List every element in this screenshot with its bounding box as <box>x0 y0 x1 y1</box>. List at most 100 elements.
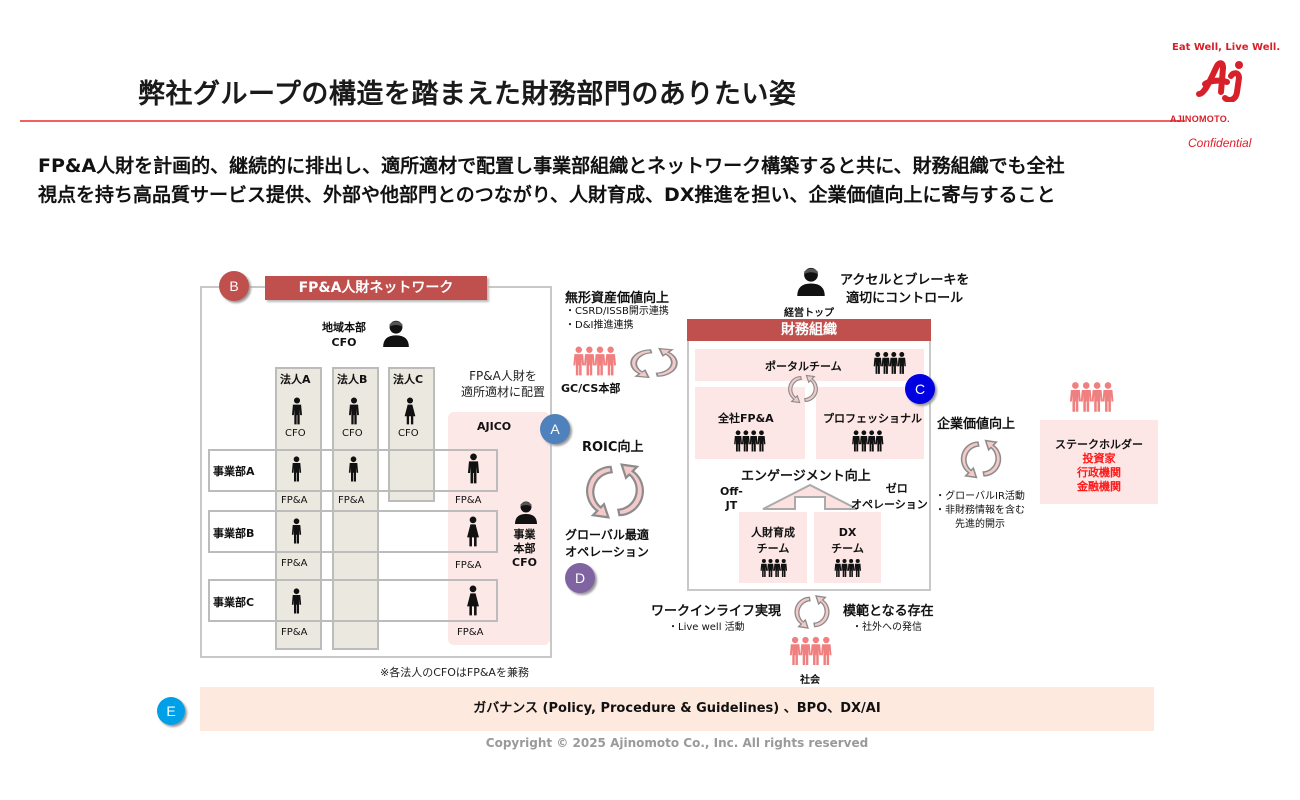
entity-a-cfo-person-icon <box>291 397 303 425</box>
division-hq-line-3: CFO <box>512 556 537 569</box>
corporate-fpa-people-icon <box>733 430 767 452</box>
entity-c-cfo-label: CFO <box>398 428 419 439</box>
global-ops-line-1: グローバル最適 <box>565 528 649 542</box>
stakeholder-label: ステークホルダー 投資家 行政機関 金融機関 <box>1040 438 1158 494</box>
dx-team-line-2: チーム <box>831 542 864 555</box>
hr-development-team-box <box>739 512 807 583</box>
zero-ops-line-1: ゼロ <box>885 482 908 495</box>
society-label: 社会 <box>800 675 820 686</box>
copyright: Copyright © 2025 Ajinomoto Co., Inc. All… <box>485 736 869 750</box>
fpa-person-icon <box>467 585 479 616</box>
engagement-label: エンゲージメント向上 <box>741 469 871 484</box>
hr-team-label: 人財育成 チーム <box>739 525 807 557</box>
finance-org-title: 財務組織 <box>687 319 931 341</box>
roic-label: ROIC向上 <box>582 440 644 455</box>
division-row-b <box>208 510 498 553</box>
stakeholder-item: 投資家 <box>1082 452 1116 465</box>
marker-e: E <box>157 697 185 725</box>
roic-cycle-icon <box>585 463 645 519</box>
intangible-item: ・D&I推進連携 <box>565 320 634 331</box>
confidential-label: Confidential <box>1188 136 1252 150</box>
corp-value-label: 企業価値向上 <box>937 417 1016 432</box>
fpa-person-icon <box>291 588 302 614</box>
intangible-title: 無形資産価値向上 <box>565 291 670 306</box>
top-management-label: 経営トップ <box>784 308 834 319</box>
cfo-note: ※各法人のCFOはFP&Aを兼務 <box>380 666 529 679</box>
up-arrow-icon <box>762 483 858 510</box>
division-row-a <box>208 449 498 492</box>
fpa-person-icon <box>348 456 359 482</box>
stakeholder-box <box>1040 420 1158 504</box>
marker-a: A <box>540 414 570 444</box>
division-b-label: 事業部B <box>213 527 255 540</box>
corp-value-cycle-icon <box>960 439 1002 479</box>
ajico-label: AJICO <box>477 420 512 433</box>
off-jt-label: Off- JT <box>720 485 743 513</box>
division-hq-line-1: 事業 <box>513 528 536 541</box>
portal-team-people-icon <box>873 351 907 375</box>
mission-line-2: 視点を持ち高品質サービス提供、外部や他部門とのつながり、人財育成、DX推進を担い… <box>38 184 1056 206</box>
dx-team-people-icon <box>834 558 862 578</box>
corporate-fpa-label: 全社FP&A <box>718 412 774 425</box>
fpa-network-title: FP&A人財ネットワーク <box>265 276 487 300</box>
role-model-label: 模範となる存在 <box>843 604 934 619</box>
division-row-c <box>208 579 498 622</box>
marker-c: C <box>905 374 935 404</box>
stakeholder-item: 金融機関 <box>1077 480 1121 493</box>
marker-b: B <box>219 271 249 301</box>
fpa-label: FP&A <box>455 495 482 506</box>
dx-team-box <box>814 512 881 583</box>
dx-team-line-1: DX <box>838 526 857 539</box>
gc-cs-people-icon <box>572 346 618 376</box>
cycle-arrows-icon <box>630 347 678 379</box>
stakeholder-people-icon <box>1069 381 1115 413</box>
division-a-label: 事業部A <box>213 465 255 478</box>
off-jt-line-1: Off- <box>720 485 743 498</box>
ir-item: ・グローバルIR活動 <box>935 491 1025 502</box>
work-in-life-label: ワークインライフ実現 <box>651 604 782 619</box>
regional-hq-cfo-label: 地域本部 CFO <box>322 320 366 350</box>
hr-team-line-1: 人財育成 <box>751 526 795 539</box>
brand-tagline: Eat Well, Live Well. <box>1172 42 1281 53</box>
governance-bar <box>200 687 1154 731</box>
regional-hq-label: 地域本部 <box>322 321 366 334</box>
fpa-person-icon <box>467 453 480 484</box>
entity-c-label: 法人C <box>393 373 424 386</box>
mission-line-1: FP&A人財を計画的、継続的に排出し、適所適材で配置し事業部組織とネットワーク構… <box>38 155 1065 177</box>
fpa-label: FP&A <box>338 495 365 506</box>
division-hq-cfo-label: 事業 本部 CFO <box>512 528 537 570</box>
stakeholder-title: ステークホルダー <box>1055 438 1143 451</box>
fpa-label: FP&A <box>281 558 308 569</box>
entity-c-cfo-person-icon <box>404 397 416 425</box>
zero-ops-line-2: オペレーション <box>851 498 928 511</box>
portal-team-label: ポータルチーム <box>765 360 842 373</box>
intangible-item: ・CSRD/ISSB開示連携 <box>565 306 669 317</box>
placement-line-2: 適所適材に配置 <box>460 385 545 399</box>
ajinomoto-logo-icon <box>1196 60 1243 102</box>
global-ops-line-2: オペレーション <box>565 545 649 559</box>
regional-cfo-person-icon <box>383 320 409 347</box>
ir-item: 先進的開示 <box>955 519 1005 530</box>
fpa-label: FP&A <box>281 627 308 638</box>
external-comm-item: ・社外への発信 <box>852 622 922 633</box>
hr-team-people-icon <box>760 558 788 578</box>
professional-label: プロフェッショナル <box>823 412 922 425</box>
hr-team-line-2: チーム <box>756 542 790 555</box>
intangible-items: ・CSRD/ISSB開示連携 ・D&I推進連携 <box>565 305 669 333</box>
fpa-label: FP&A <box>455 560 482 571</box>
fpa-person-icon <box>467 516 479 547</box>
entity-a-cfo-label: CFO <box>285 428 306 439</box>
title-divider <box>20 120 1185 122</box>
accel-line-2: 適切にコントロール <box>846 291 964 306</box>
division-hq-line-2: 本部 <box>513 542 536 555</box>
corporate-fpa-box <box>695 387 805 459</box>
dx-team-label: DX チーム <box>814 525 881 557</box>
placement-line-1: FP&A人財を <box>469 369 537 383</box>
portal-cycle-icon <box>788 374 818 404</box>
gc-cs-label: GC/CS本部 <box>561 382 621 395</box>
fpa-label: FP&A <box>457 627 484 638</box>
governance-label: ガバナンス (Policy, Procedure & Guidelines) 、… <box>473 701 881 716</box>
entity-b-label: 法人B <box>337 373 368 386</box>
entity-a-label: 法人A <box>280 373 311 386</box>
brand-name: AJINOMOTO. <box>1170 114 1230 124</box>
